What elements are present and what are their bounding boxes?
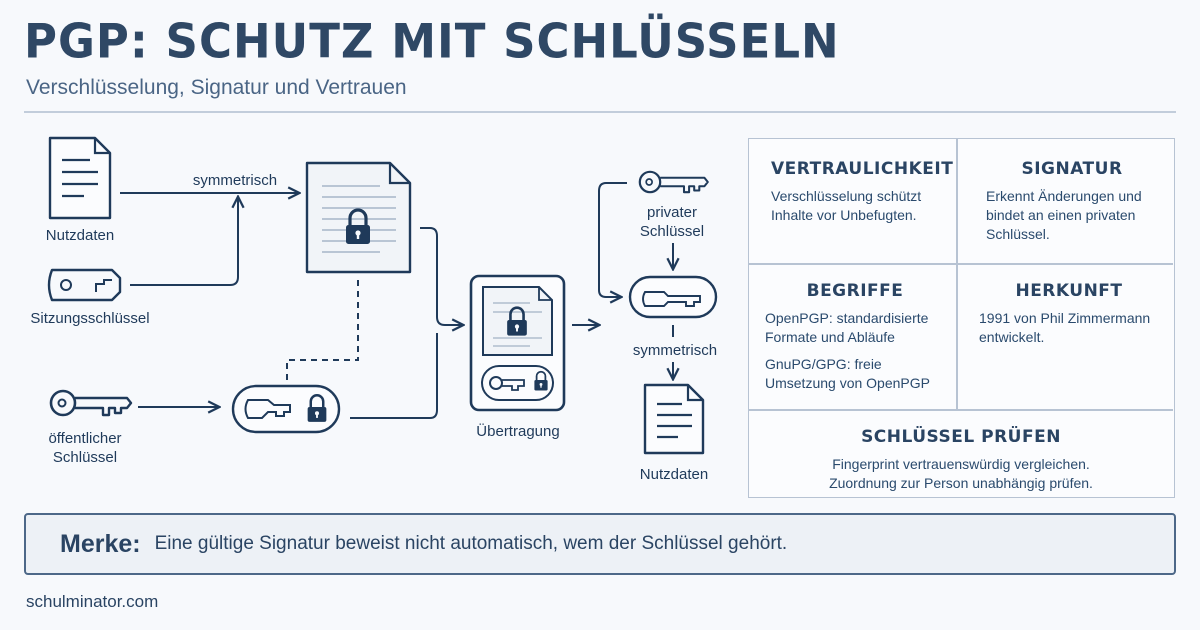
- panel-divider-h1: [749, 263, 1173, 265]
- card-schluessel-pruefen: Schlüssel prüfen Fingerprint vertrauensw…: [749, 427, 1173, 493]
- merke-box: Merke: Eine gültige Signatur beweist nic…: [24, 513, 1176, 575]
- merke-text: Eine gültige Signatur beweist nicht auto…: [154, 533, 788, 554]
- label-nutzdaten-right: Nutzdaten: [639, 466, 709, 483]
- card-pruefen-line1: Fingerprint vertrauenswürdig vergleichen…: [832, 456, 1090, 472]
- card-pruefen-line2: Zuordnung zur Person unabhängig prüfen.: [829, 475, 1093, 491]
- card-signatur: Signatur Erkennt Änderungen und bindet a…: [986, 159, 1158, 244]
- card-begriffe-title: Begriffe: [806, 281, 904, 301]
- document-icon-right: [643, 383, 705, 455]
- footer-site: schulminator.com: [26, 592, 159, 611]
- card-begriffe-text2: GnuPG/GPG: freie Umsetzung von OpenPGP: [765, 356, 930, 391]
- panel-divider-h2: [749, 409, 1173, 411]
- title-divider: [24, 111, 1176, 113]
- card-herkunft-title: Herkunft: [1015, 281, 1123, 301]
- label-privater-line1: privater: [646, 204, 698, 221]
- panel-divider-vertical: [956, 139, 958, 409]
- label-sitzungsschluessel: Sitzungsschlüssel: [30, 310, 150, 327]
- label-privater-schluessel: privater Schlüssel: [620, 203, 724, 241]
- card-vertraulichkeit-title: Vertraulichkeit: [771, 159, 954, 179]
- label-oeffentlicher-schluessel: öffentlicher Schlüssel: [20, 429, 150, 467]
- info-panel: Vertraulichkeit Verschlüsselung schützt …: [748, 138, 1175, 498]
- label-uebertragung: Übertragung: [476, 423, 560, 440]
- session-key-icon: [47, 268, 122, 302]
- encrypted-document-icon: [305, 161, 412, 274]
- document-icon-left: [48, 136, 112, 220]
- card-begriffe-text1: OpenPGP: standardisierte Formate und Abl…: [765, 310, 929, 345]
- merke-label: Merke:: [60, 529, 141, 558]
- card-signatur-title: Signatur: [1021, 159, 1123, 179]
- label-oeffentlicher-line1: öffentlicher: [48, 430, 122, 447]
- card-herkunft: Herkunft 1991 von Phil Zimmermann entwic…: [979, 281, 1159, 347]
- card-vertraulichkeit-text: Verschlüsselung schützt Inhalte vor Unbe…: [771, 188, 922, 223]
- page-subtitle: Verschlüsselung, Signatur und Vertrauen: [26, 76, 407, 99]
- public-key-icon: [49, 389, 133, 417]
- encrypted-session-key-capsule: [231, 384, 341, 434]
- page-title: PGP: Schutz mit Schlüsseln: [24, 13, 840, 69]
- label-symmetrisch-right: symmetrisch: [632, 342, 718, 359]
- label-symmetrisch-top: symmetrisch: [192, 172, 278, 189]
- transmission-package-icon: [469, 274, 566, 412]
- label-oeffentlicher-line2: Schlüssel: [52, 449, 118, 466]
- label-nutzdaten-left: Nutzdaten: [45, 227, 115, 244]
- card-signatur-text: Erkennt Änderungen und bindet an einen p…: [986, 188, 1142, 242]
- private-key-icon: [638, 170, 709, 194]
- label-privater-line2: Schlüssel: [639, 223, 705, 240]
- card-pruefen-title: Schlüssel prüfen: [861, 427, 1061, 447]
- decrypted-key-capsule: [628, 275, 718, 319]
- card-herkunft-text: 1991 von Phil Zimmermann entwickelt.: [979, 310, 1151, 345]
- card-begriffe: Begriffe OpenPGP: standardisierte Format…: [765, 281, 945, 393]
- card-vertraulichkeit: Vertraulichkeit Verschlüsselung schützt …: [771, 159, 954, 225]
